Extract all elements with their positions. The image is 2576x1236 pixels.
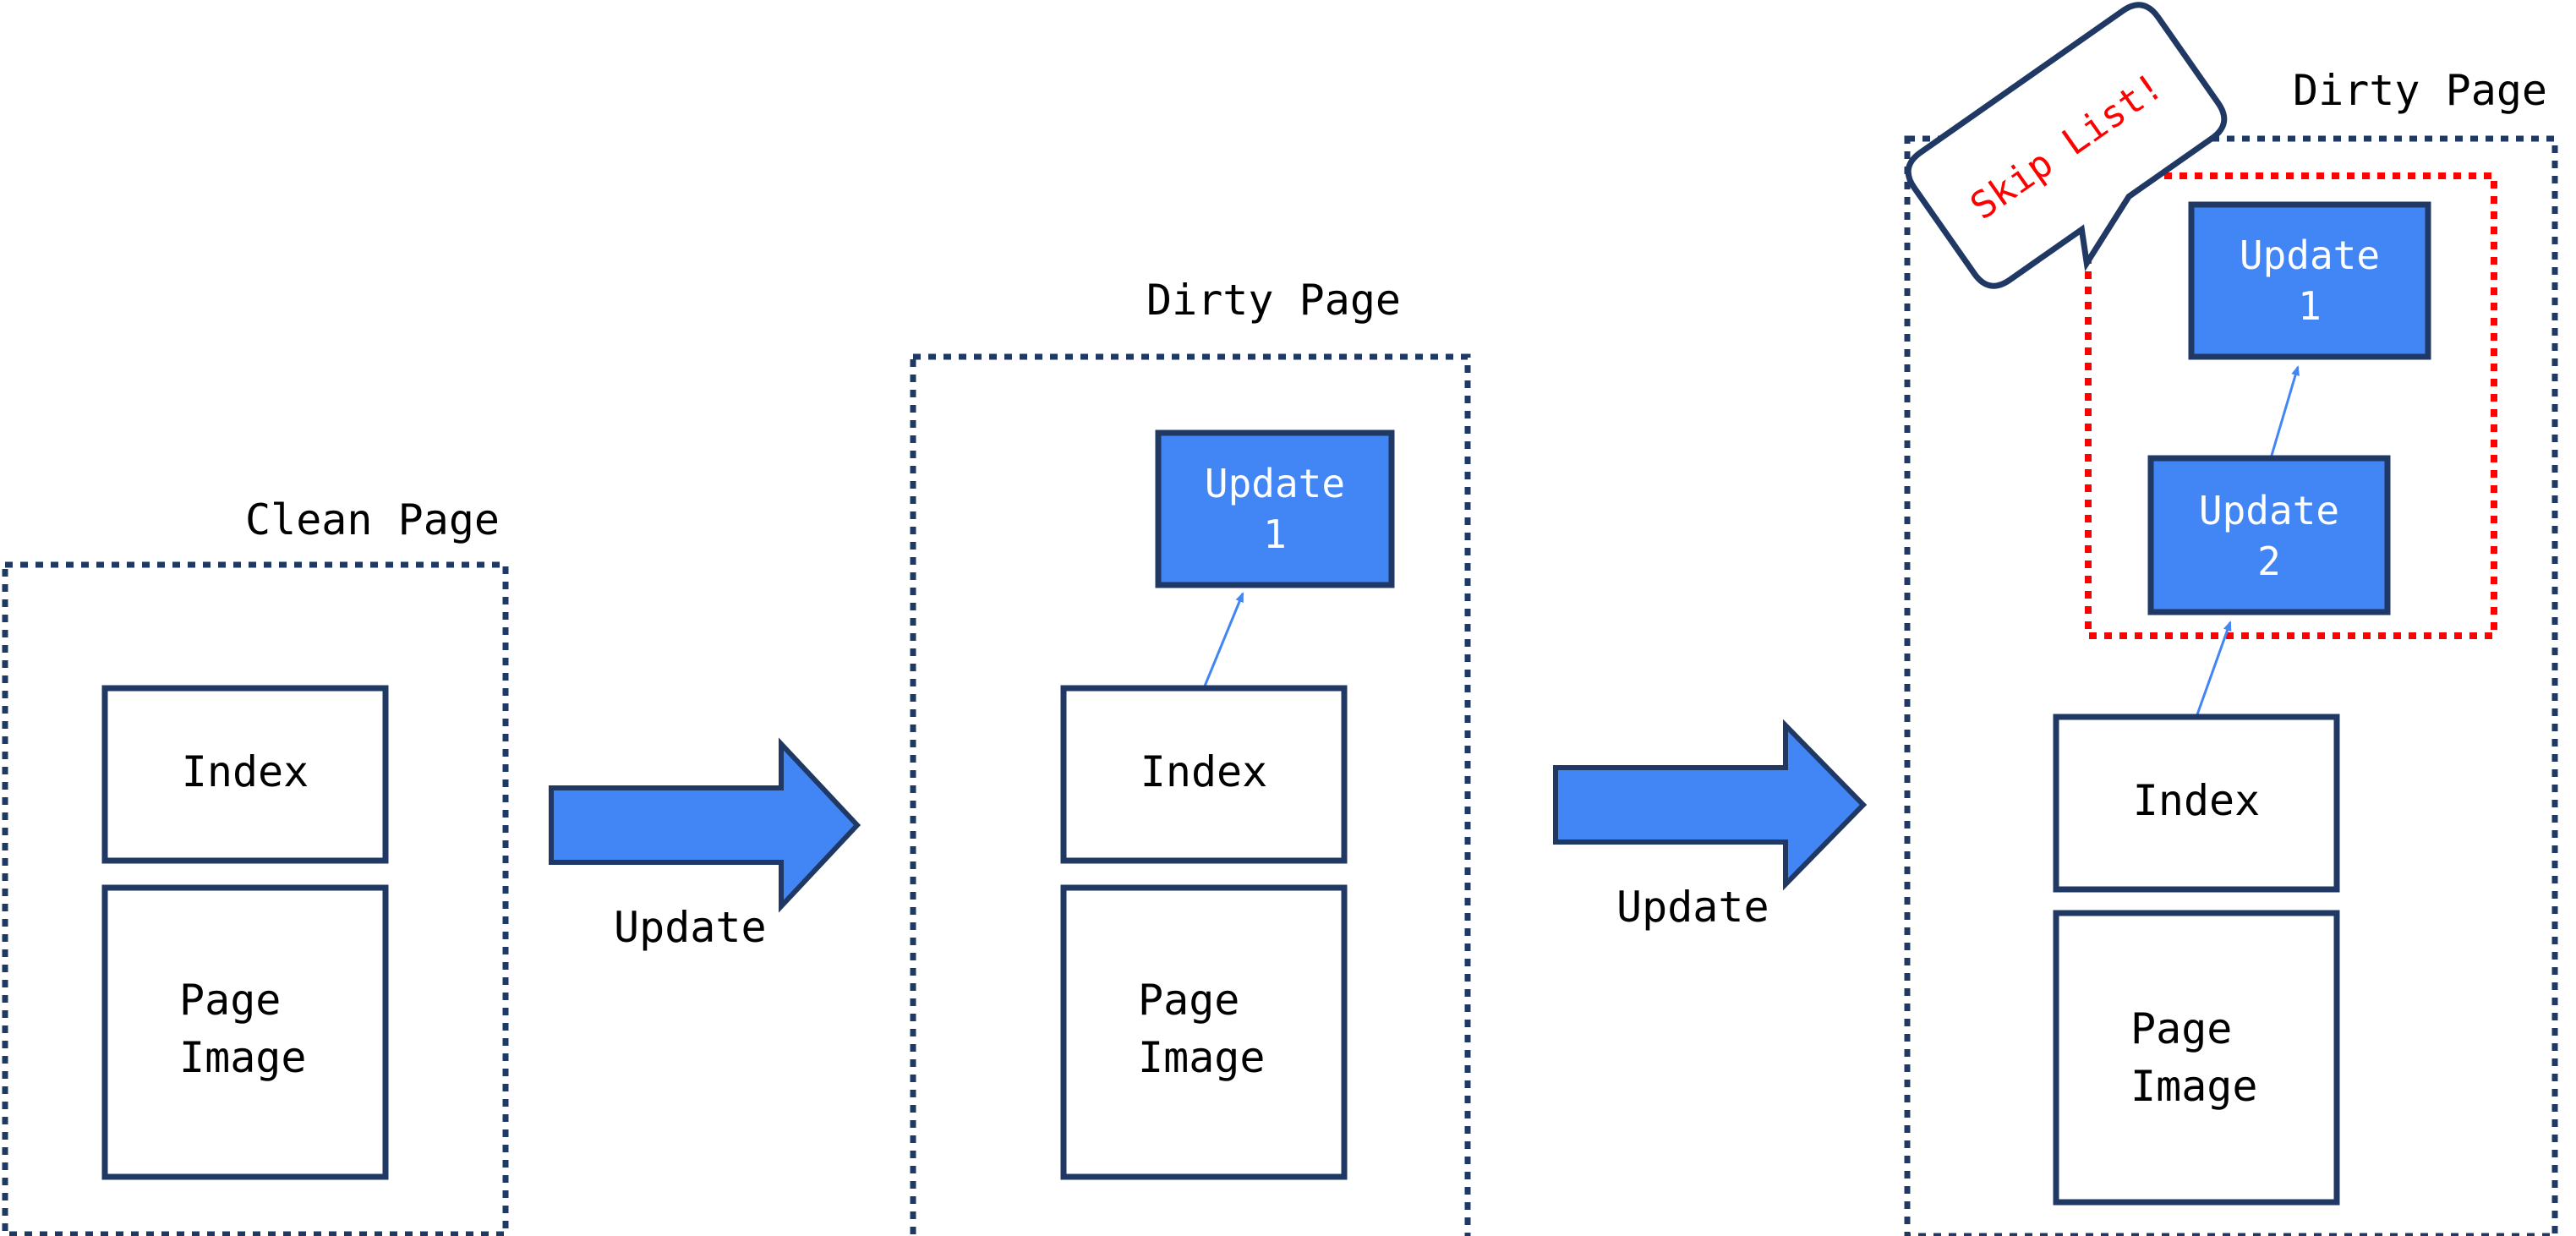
page-image-box bbox=[1060, 884, 1348, 1180]
page-image-label-line2: Image bbox=[179, 1033, 307, 1082]
link-update-2-to-update-1 bbox=[2269, 365, 2300, 459]
dirty-page-frame bbox=[1904, 135, 2558, 1236]
speech-bubble-icon bbox=[1905, 2, 2228, 289]
index-label: Index bbox=[2133, 776, 2261, 825]
dirty-page-frame bbox=[910, 353, 1471, 1236]
block-arrow-right bbox=[549, 737, 861, 913]
update-1-label-line1: Update bbox=[2240, 232, 2380, 278]
transition-label: Update bbox=[1616, 883, 1769, 932]
stage-dirty-page-2: Dirty Page Update 1 Update 2 Index Page … bbox=[1904, 2, 2558, 1236]
page-image-box bbox=[2053, 910, 2340, 1206]
update-box-1 bbox=[2188, 201, 2431, 360]
transition-label: Update bbox=[614, 903, 767, 952]
update-2-label-line2: 2 bbox=[2257, 539, 2281, 584]
page-image-label-line1: Page bbox=[2130, 1004, 2232, 1053]
page-image-box bbox=[101, 884, 389, 1180]
update-box-2 bbox=[2147, 455, 2391, 615]
update-1-label-line1: Update bbox=[1205, 461, 1345, 506]
stage-clean-page: Clean Page Index Page Image bbox=[2, 495, 509, 1236]
page-image-label-line1: Page bbox=[1138, 976, 1239, 1025]
clean-page-frame bbox=[2, 561, 509, 1236]
link-index-to-update-2 bbox=[2195, 621, 2232, 718]
update-2-label-line1: Update bbox=[2199, 488, 2339, 533]
update-1-label-line2: 1 bbox=[1263, 511, 1287, 557]
index-label: Index bbox=[182, 747, 309, 796]
link-index-to-update-1 bbox=[1202, 592, 1244, 689]
page-image-label-line2: Image bbox=[2130, 1062, 2258, 1111]
index-label: Index bbox=[1140, 747, 1268, 796]
update-box-1 bbox=[1155, 429, 1395, 588]
index-box bbox=[2053, 714, 2340, 893]
transition-2: Update bbox=[1553, 719, 1868, 932]
block-arrow-right bbox=[1553, 719, 1868, 891]
stage-title-dirty-page: Dirty Page bbox=[2293, 66, 2547, 115]
transition-1: Update bbox=[549, 737, 861, 952]
stage-title-dirty-page: Dirty Page bbox=[1146, 276, 1401, 325]
index-box bbox=[101, 685, 389, 864]
page-image-label-line2: Image bbox=[1138, 1033, 1266, 1082]
page-image-label-line1: Page bbox=[179, 976, 281, 1025]
update-1-label-line2: 1 bbox=[2298, 283, 2322, 329]
index-box bbox=[1060, 685, 1348, 864]
stage-dirty-page-1: Dirty Page Update 1 Index Page Image bbox=[910, 276, 1471, 1236]
stage-title-clean-page: Clean Page bbox=[245, 495, 500, 544]
skip-list-region bbox=[2085, 172, 2497, 639]
